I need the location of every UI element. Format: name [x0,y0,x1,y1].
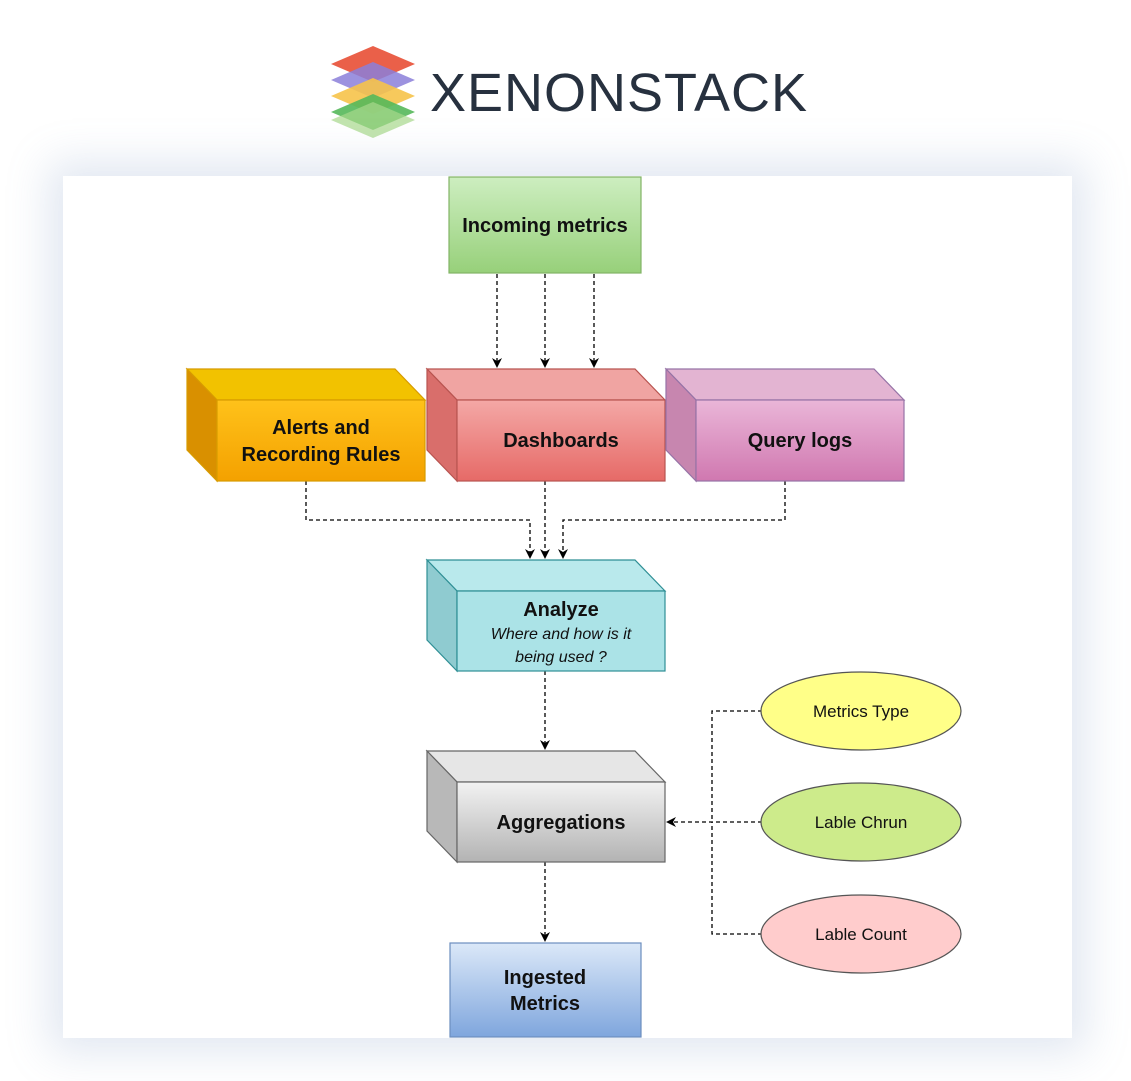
node-aggregations: Aggregations [425,749,667,864]
node-lable-chrun: Lable Chrun [760,782,962,862]
metrics-type-label: Metrics Type [813,702,909,721]
analyze-title: Analyze [523,599,599,621]
node-dashboards: Dashboards [425,367,667,483]
analyze-subtitle-line1: Where and how is it [491,626,632,643]
edge-metrics-type-to-aggregations [711,710,762,822]
node-incoming-metrics: Incoming metrics [448,176,642,274]
analyze-subtitle-line2: being used ? [515,649,607,666]
lable-count-label: Lable Count [815,925,907,944]
node-analyze: Analyze Where and how is it being used ? [425,558,667,673]
dashboards-label: Dashboards [503,430,619,452]
edge-lable-count-to-aggregations [711,822,762,935]
node-alerts-and-recording-rules: Alerts and Recording Rules [185,367,427,483]
ingested-label-line1: Ingested [504,967,586,989]
aggregations-label: Aggregations [497,812,626,834]
stacked-layers-icon [331,46,415,138]
alerts-label-line2: Recording Rules [242,444,401,466]
lable-chrun-label: Lable Chrun [815,813,908,832]
brand-name: XENONSTACK [430,63,809,123]
brand-header: XENONSTACK [0,0,1131,150]
ingested-label-line2: Metrics [510,993,580,1015]
connectors [305,274,786,942]
query-logs-label: Query logs [748,430,852,452]
node-ingested-metrics: Ingested Metrics [449,942,642,1038]
node-metrics-type: Metrics Type [760,671,962,751]
edge-querylogs-to-analyze [558,481,786,559]
edge-alerts-to-analyze [305,481,535,559]
node-query-logs: Query logs [664,367,906,483]
alerts-label-line1: Alerts and [272,417,370,439]
node-lable-count: Lable Count [760,894,962,974]
incoming-metrics-label: Incoming metrics [462,215,628,237]
